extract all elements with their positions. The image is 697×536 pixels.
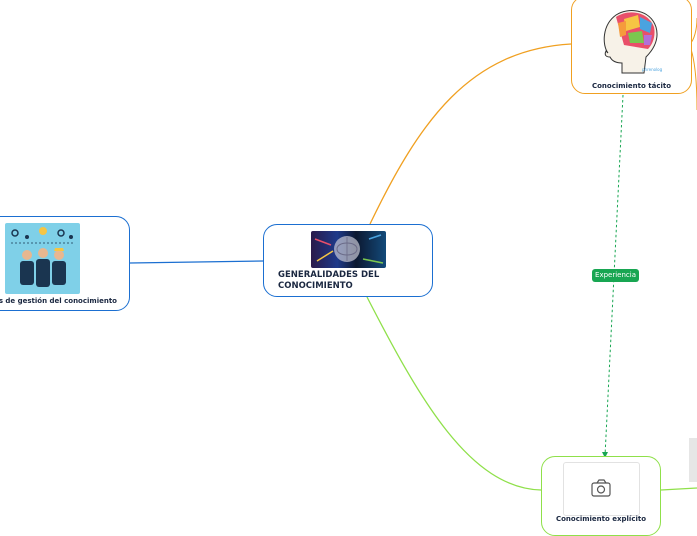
node-conocimiento-explicito[interactable]: Conocimiento explícito: [541, 456, 661, 536]
connector-tacit: [369, 43, 572, 225]
node-label: s de gestión del conocimiento: [0, 297, 117, 305]
node-label: Conocimiento tácito: [591, 82, 672, 90]
svg-text:phrenology: phrenology: [642, 67, 662, 72]
business-people-ideas-icon: [5, 223, 80, 294]
node-label: GENERALIDADES DEL CONOCIMIENTO: [278, 270, 380, 291]
connector-explicit: [366, 296, 542, 491]
connector-explicit-right: [660, 487, 697, 491]
offscreen-node-fragment: [689, 438, 697, 482]
camera-icon: [563, 462, 640, 516]
node-central-generalidades[interactable]: GENERALIDADES DEL CONOCIMIENTO: [263, 224, 433, 297]
node-conocimiento-tacito[interactable]: phrenology Conocimiento tácito: [571, 0, 692, 94]
node-label: Conocimiento explícito: [555, 515, 647, 523]
connector-left: [129, 260, 264, 264]
phrenology-head-icon: phrenology: [594, 5, 662, 75]
node-gestion-conocimiento[interactable]: s de gestión del conocimiento: [0, 216, 130, 311]
brain-illustration-icon: [311, 231, 386, 268]
relationship-arrowhead: [602, 452, 608, 458]
relationship-label-badge[interactable]: Experiencia: [592, 269, 639, 282]
